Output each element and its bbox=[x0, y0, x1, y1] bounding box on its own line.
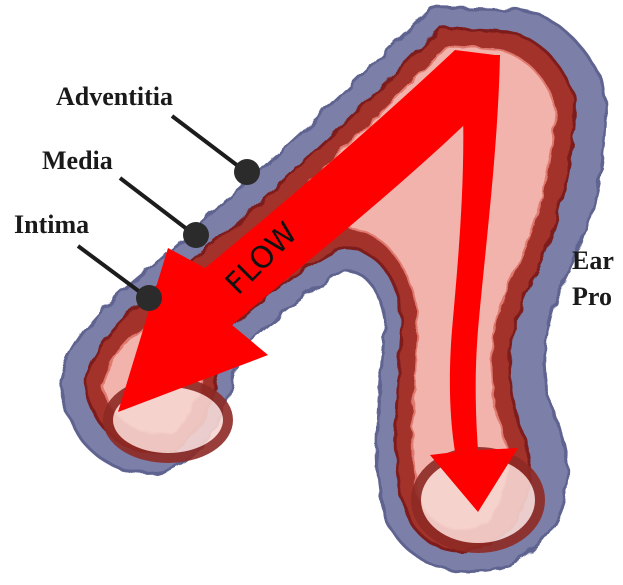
intima-label: Intima bbox=[14, 212, 89, 238]
intima-pointer-dot bbox=[136, 285, 162, 311]
adventitia-label: Adventitia bbox=[56, 84, 173, 110]
adventitia-pointer-dot bbox=[234, 159, 260, 185]
media-pointer-dot bbox=[183, 222, 209, 248]
side-caption-line-1: Ear bbox=[572, 248, 614, 274]
side-caption-line-2: Pro bbox=[572, 284, 612, 310]
media-label: Media bbox=[42, 148, 113, 174]
media-pointer bbox=[120, 178, 209, 248]
adventitia-pointer bbox=[172, 116, 260, 185]
